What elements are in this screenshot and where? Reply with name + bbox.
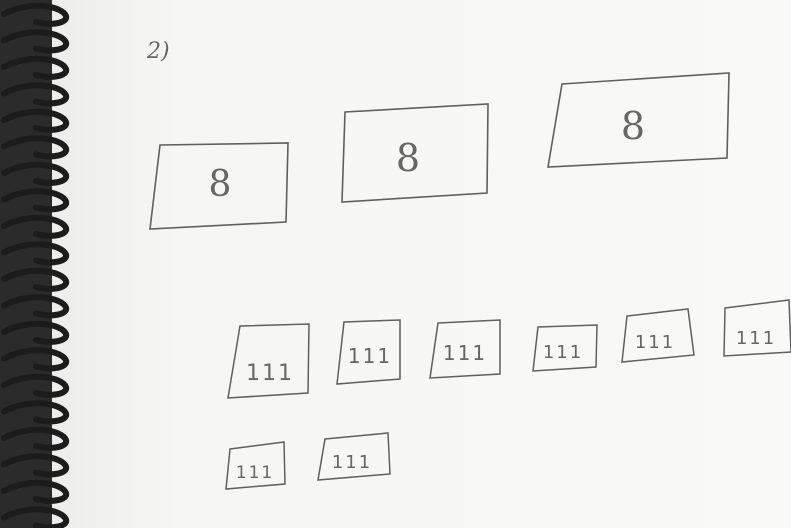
spiral-coil [4,509,66,527]
spiral-coil [4,377,66,395]
spiral-coil [4,6,66,24]
small-box-3: 111 [430,320,500,378]
spiral-coil [4,138,66,156]
spiral-coil [4,59,66,77]
big-box-label: 8 [396,136,420,180]
spiral-coil [4,456,66,474]
small-box-label: 111 [543,342,583,363]
big-box-label: 8 [621,104,645,148]
spiral-coil [4,85,66,103]
small-box-label: 111 [635,332,675,353]
small-box-6: 111 [724,300,791,356]
spiral-coil [4,483,66,501]
spiral-coil [4,430,66,448]
spiral-coil [4,191,66,209]
big-box-1: 8 [150,143,288,229]
small-box-label: 111 [236,463,274,483]
small-box-2: 111 [337,320,400,384]
small-box-label: 111 [443,341,487,365]
spiral-coil [4,32,66,50]
spiral-coil [4,271,66,289]
small-box-7: 111 [226,442,285,489]
spiral-coil [4,218,66,236]
small-box-label: 111 [332,452,372,473]
small-box-1: 111 [228,324,309,398]
spiral-coil [4,112,66,130]
spiral-coil [4,244,66,262]
small-box-8: 111 [318,433,390,480]
small-box-4: 111 [533,325,597,371]
small-box-label: 111 [736,328,776,349]
spiral-coil [4,165,66,183]
small-box-label: 111 [246,361,294,386]
spiral-binding [4,6,66,528]
spiral-coil [4,297,66,315]
big-box-2: 8 [342,104,488,202]
spiral-coil [4,403,66,421]
small-box-label: 111 [348,344,392,368]
big-box-3: 8 [548,73,729,167]
spiral-coil [4,324,66,342]
problem-number: 2) [146,39,170,64]
big-box-label: 8 [209,164,232,205]
spiral-coil [4,350,66,368]
small-box-5: 111 [622,309,694,362]
